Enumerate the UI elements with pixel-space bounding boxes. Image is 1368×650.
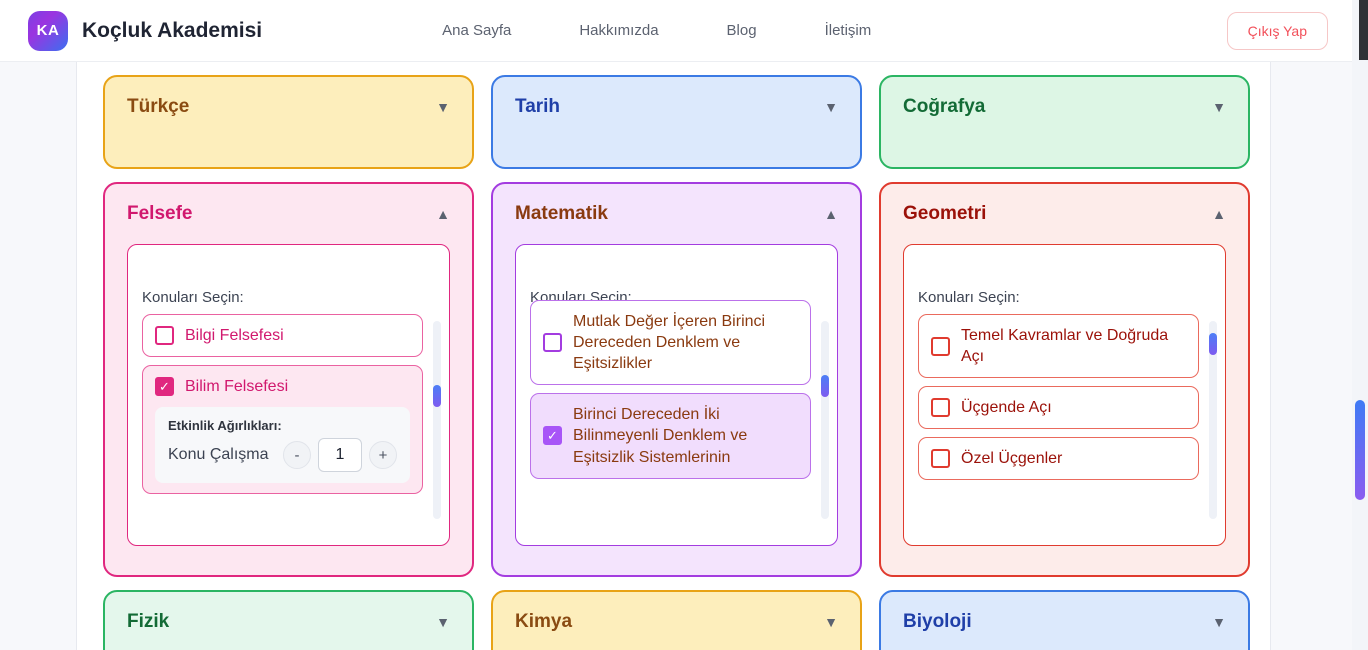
- activity-weights-title: Etkinlik Ağırlıkları:: [168, 418, 282, 434]
- card-header-felsefe[interactable]: Felsefe ▲: [105, 184, 472, 244]
- subject-card-cografya[interactable]: Coğrafya ▼: [879, 75, 1250, 169]
- topic-item[interactable]: Mutlak Değer İçeren Birinci Dereceden De…: [530, 300, 811, 386]
- topic-panel-geometri: Konuları Seçin: Temel Kavramlar ve Doğru…: [903, 244, 1226, 546]
- topic-panel-matematik: Konuları Seçin: Mutlak Değer İçeren Biri…: [515, 244, 838, 546]
- topic-label: Birinci Dereceden İki Bilinmeyenli Denkl…: [573, 406, 748, 466]
- checkbox-unchecked-icon[interactable]: [155, 326, 174, 346]
- topic-item[interactable]: ✓ Birinci Dereceden İki Bilinmeyenli Den…: [530, 393, 811, 479]
- topic-list-scrollbar-track[interactable]: [433, 321, 441, 519]
- card-header-biyoloji[interactable]: Biyoloji ▼: [881, 592, 1248, 650]
- checkbox-checked-icon[interactable]: ✓: [543, 426, 562, 446]
- topic-item[interactable]: Üçgende Açı: [918, 386, 1199, 430]
- card-title-matematik: Matematik: [515, 203, 608, 224]
- logout-button[interactable]: Çıkış Yap: [1226, 11, 1328, 50]
- subject-card-grid: Türkçe ▼ Tarih ▼ Coğrafya ▼ Felsef: [103, 75, 1252, 650]
- chevron-down-icon[interactable]: ▼: [1212, 614, 1226, 630]
- chevron-down-icon[interactable]: ▼: [436, 614, 450, 630]
- subject-card-geometri[interactable]: Geometri ▲ Konuları Seçin: Temel Kavraml…: [879, 182, 1250, 577]
- topic-label: Bilgi Felsefesi: [185, 327, 284, 344]
- nav-item-blog[interactable]: Blog: [726, 22, 757, 39]
- subject-card-kimya[interactable]: Kimya ▼: [491, 590, 862, 650]
- chevron-down-icon[interactable]: ▼: [436, 99, 450, 115]
- chevron-up-icon[interactable]: ▲: [1212, 206, 1226, 222]
- topic-item[interactable]: ✓ Bilim Felsefesi Etkinlik Ağırlıkları: …: [142, 365, 423, 495]
- card-header-matematik[interactable]: Matematik ▲: [493, 184, 860, 244]
- checkbox-unchecked-icon[interactable]: [931, 398, 950, 418]
- chevron-up-icon[interactable]: ▲: [824, 206, 838, 222]
- topic-label: Üçgende Açı: [961, 399, 1052, 417]
- card-title-biyoloji: Biyoloji: [903, 611, 972, 632]
- card-title-cografya: Coğrafya: [903, 96, 986, 117]
- card-header-turkce[interactable]: Türkçe ▼: [105, 77, 472, 137]
- topic-label: Mutlak Değer İçeren Birinci Dereceden De…: [573, 313, 766, 373]
- chevron-up-icon[interactable]: ▲: [436, 206, 450, 222]
- chevron-down-icon[interactable]: ▼: [824, 614, 838, 630]
- topic-list-scrollbar-track[interactable]: [821, 321, 829, 519]
- checkbox-checked-icon[interactable]: ✓: [155, 377, 174, 397]
- topic-item[interactable]: Özel Üçgenler: [918, 437, 1199, 481]
- subject-card-tarih[interactable]: Tarih ▼: [491, 75, 862, 169]
- topic-panel-felsefe: Konuları Seçin: Bilgi Felsefesi ✓ Bilim …: [127, 244, 450, 546]
- quantity-stepper[interactable]: - +: [283, 438, 397, 473]
- page-scrollbar-thumb[interactable]: [1355, 400, 1365, 500]
- checkbox-unchecked-icon[interactable]: [543, 333, 562, 353]
- topic-item[interactable]: Temel Kavramlar ve Doğruda Açı: [918, 314, 1199, 379]
- increment-button[interactable]: +: [369, 441, 397, 470]
- topic-list-felsefe[interactable]: Bilgi Felsefesi ✓ Bilim Felsefesi Etkinl…: [142, 314, 435, 524]
- nav-item-hakkimizda[interactable]: Hakkımızda: [579, 22, 659, 39]
- card-title-kimya: Kimya: [515, 611, 573, 632]
- brand[interactable]: KA Koçluk Akademisi: [28, 10, 263, 51]
- chevron-down-icon[interactable]: ▼: [824, 99, 838, 115]
- nav-item-ana-sayfa[interactable]: Ana Sayfa: [442, 22, 512, 39]
- decrement-button[interactable]: -: [283, 441, 311, 470]
- subject-card-biyoloji[interactable]: Biyoloji ▼: [879, 590, 1250, 650]
- logo-icon: KA: [28, 10, 68, 51]
- weight-name: Konu Çalışma: [168, 445, 269, 463]
- main-content: Türkçe ▼ Tarih ▼ Coğrafya ▼ Felsef: [0, 62, 1352, 650]
- nav-links: Ana Sayfa Hakkımızda Blog İletişim: [442, 22, 871, 39]
- brand-title: Koçluk Akademisi: [82, 18, 263, 42]
- subject-card-matematik[interactable]: Matematik ▲ Konuları Seçin: Mutlak Değer…: [491, 182, 862, 577]
- browser-scrollbar-thumb[interactable]: [1359, 0, 1368, 60]
- page-scrollbar-track[interactable]: [1352, 0, 1368, 650]
- topic-label: Özel Üçgenler: [961, 450, 1063, 468]
- select-topics-label: Konuları Seçin:: [142, 289, 244, 306]
- card-header-geometri[interactable]: Geometri ▲: [881, 184, 1248, 244]
- card-title-geometri: Geometri: [903, 203, 987, 224]
- left-gutter: [0, 62, 77, 650]
- card-header-kimya[interactable]: Kimya ▼: [493, 592, 860, 650]
- checkbox-unchecked-icon[interactable]: [931, 449, 950, 469]
- topic-list-scrollbar-thumb[interactable]: [821, 375, 829, 397]
- topic-list-scrollbar-track[interactable]: [1209, 321, 1217, 519]
- topic-item[interactable]: Bilgi Felsefesi: [142, 314, 423, 358]
- topic-label: Temel Kavramlar ve Doğruda Açı: [961, 327, 1169, 366]
- chevron-down-icon[interactable]: ▼: [1212, 99, 1226, 115]
- topic-list-geometri[interactable]: Temel Kavramlar ve Doğruda Açı Üçgende A…: [918, 314, 1211, 524]
- weight-value-input[interactable]: [318, 438, 362, 473]
- card-title-tarih: Tarih: [515, 96, 561, 117]
- card-header-tarih[interactable]: Tarih ▼: [493, 77, 860, 137]
- subject-card-fizik[interactable]: Fizik ▼: [103, 590, 474, 650]
- topic-label: Bilim Felsefesi: [185, 378, 289, 396]
- topic-list-scrollbar-thumb[interactable]: [1209, 333, 1217, 355]
- activity-weights-box: Etkinlik Ağırlıkları: Konu Çalışma - +: [155, 407, 410, 484]
- weight-row: Konu Çalışma - +: [168, 438, 397, 473]
- right-gutter: [1270, 62, 1352, 650]
- nav-item-iletisim[interactable]: İletişim: [824, 22, 872, 39]
- select-topics-label: Konuları Seçin:: [918, 289, 1020, 306]
- checkbox-unchecked-icon[interactable]: [931, 336, 950, 356]
- topic-list-matematik[interactable]: Mutlak Değer İçeren Birinci Dereceden De…: [530, 300, 823, 510]
- top-navbar: KA Koçluk Akademisi Ana Sayfa Hakkımızda…: [0, 0, 1352, 62]
- card-title-fizik: Fizik: [127, 611, 170, 632]
- card-title-felsefe: Felsefe: [127, 203, 193, 224]
- subject-card-felsefe[interactable]: Felsefe ▲ Konuları Seçin: Bilgi Felsefes…: [103, 182, 474, 577]
- card-header-fizik[interactable]: Fizik ▼: [105, 592, 472, 650]
- card-title-turkce: Türkçe: [127, 96, 190, 117]
- topic-list-scrollbar-thumb[interactable]: [433, 385, 441, 407]
- card-header-cografya[interactable]: Coğrafya ▼: [881, 77, 1248, 137]
- subject-card-turkce[interactable]: Türkçe ▼: [103, 75, 474, 169]
